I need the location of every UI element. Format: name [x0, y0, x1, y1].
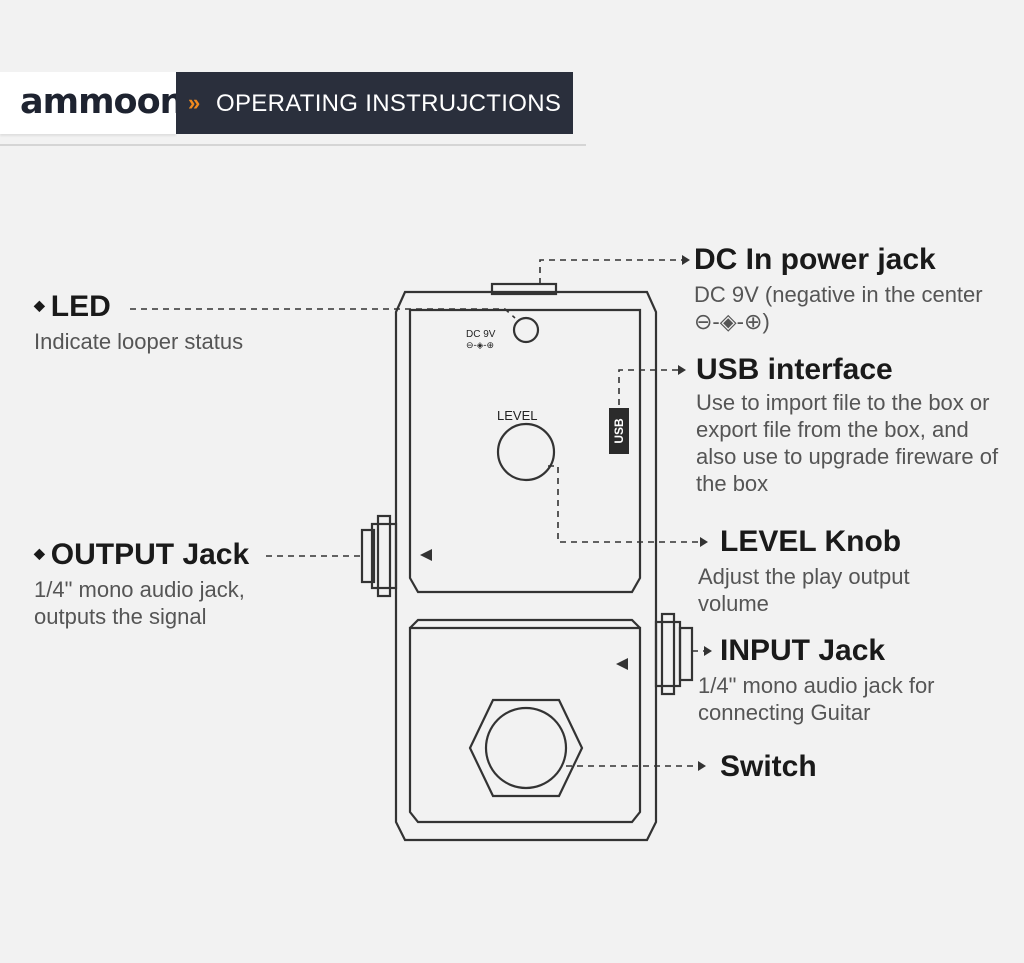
level-desc: Adjust the play output volume: [698, 564, 910, 616]
usb-title: USB interface: [696, 353, 893, 386]
logo-box: ammoon: [0, 72, 185, 134]
dc-title: DC In power jack: [694, 243, 936, 276]
dc-pointer-icon: [682, 255, 690, 265]
usb-desc: Use to import file to the box or export …: [696, 390, 999, 496]
pedal-body: [394, 290, 658, 842]
switch-callout: Switch: [720, 750, 817, 784]
header: ammoon » OPERATING INSTRUJCTIONS: [0, 72, 576, 134]
output-title: OUTPUT Jack: [50, 538, 250, 571]
input-jack-sleeve: [660, 612, 676, 696]
input-jack-nut: [654, 620, 682, 688]
led-circle: [512, 316, 540, 344]
led-callout-line: [130, 308, 516, 319]
led-desc: Indicate looper status: [34, 329, 244, 354]
level-callout: LEVEL Knob: [720, 525, 901, 559]
top-panel: [408, 308, 642, 594]
level-knob: [496, 422, 556, 482]
output-jack-barrel: [360, 528, 376, 584]
dc-callout: DC In power jack DC 9V (negative in the …: [694, 243, 984, 335]
output-callout: ◆ OUTPUT Jack 1/4" mono audio jack, outpu…: [34, 538, 304, 630]
dc-callout-line: [539, 259, 682, 284]
output-desc: 1/4" mono audio jack, outputs the signal: [34, 577, 245, 629]
page-title: OPERATING INSTRUJCTIONS: [216, 90, 562, 117]
led-title: LED: [50, 290, 111, 323]
switch-pointer-icon: [698, 761, 706, 771]
output-jack-nut: [370, 522, 398, 590]
usb-callout-line: [618, 369, 678, 405]
middle-band: [409, 618, 641, 629]
input-callout: INPUT Jack: [720, 634, 885, 668]
dc-jack-shape: [490, 282, 558, 296]
output-jack-sleeve: [376, 514, 392, 598]
level-title: LEVEL Knob: [720, 525, 902, 558]
level-callout-line: [548, 465, 700, 543]
input-desc: 1/4" mono audio jack for connecting Guit…: [698, 673, 935, 725]
dc-panel-label: DC 9V⊖-◈-⊕: [466, 329, 496, 351]
footswitch-hex: [468, 698, 584, 798]
level-desc-block: Adjust the play output volume: [698, 563, 968, 617]
level-panel-label: LEVEL: [497, 408, 538, 423]
usb-callout: USB interface Use to import file to the …: [696, 353, 1006, 497]
dc-desc: DC 9V (negative in the center ⊖-◈-⊕): [694, 282, 983, 334]
footswitch-button: [484, 706, 568, 790]
bullet-icon: ◆: [34, 544, 45, 561]
output-arrow-icon: [420, 549, 432, 561]
level-pointer-icon: [700, 537, 708, 547]
title-bar: » OPERATING INSTRUJCTIONS: [176, 72, 573, 134]
switch-title: Switch: [720, 750, 817, 783]
usb-pointer-icon: [678, 365, 686, 375]
header-divider: [0, 144, 586, 146]
bottom-panel: [408, 626, 642, 824]
bullet-icon: ◆: [34, 296, 45, 313]
brand-logo: ammoon: [20, 82, 185, 122]
input-desc-block: 1/4" mono audio jack for connecting Guit…: [698, 672, 968, 726]
usb-port-tag: USB: [609, 408, 629, 454]
input-title: INPUT Jack: [720, 634, 886, 667]
input-arrow-icon: [616, 658, 628, 670]
led-callout: ◆ LED Indicate looper status: [34, 290, 243, 355]
input-jack-barrel: [678, 626, 694, 682]
input-pointer-icon: [704, 646, 712, 656]
